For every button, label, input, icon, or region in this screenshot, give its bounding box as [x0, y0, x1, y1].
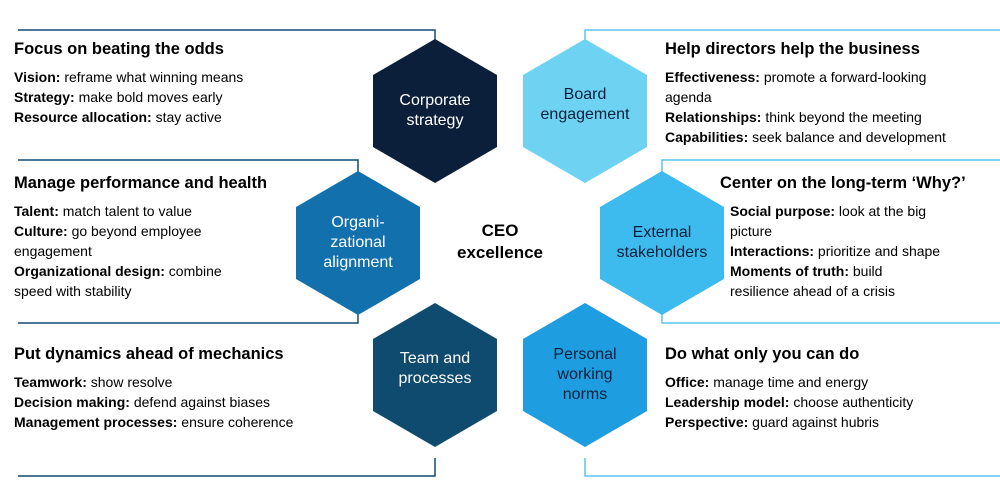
- block-alignment: Manage performance and health Talent: ma…: [14, 173, 304, 301]
- hexagon-team-and-processes: [373, 303, 497, 447]
- block-stakeholders: Center on the long-term ‘Why?’ Social pu…: [720, 173, 995, 301]
- block-title: Center on the long-term ‘Why?’: [720, 174, 966, 192]
- block-item: Resource allocation: stay active: [14, 109, 222, 125]
- hexagon-personal-working-norms: [523, 303, 647, 447]
- connector-stakeholders-bottom: [661, 308, 1000, 324]
- hexagon-external-stakeholders: [600, 171, 724, 315]
- block-strategy: Focus on beating the odds Vision: refram…: [14, 39, 364, 127]
- block-item: Vision: reframe what winning means: [14, 69, 244, 85]
- block-item: Office: manage time and energy: [665, 374, 869, 390]
- block-item: Talent: match talent to value: [14, 203, 192, 219]
- center-line-2: excellence: [456, 243, 543, 262]
- block-title: Do what only you can do: [665, 345, 860, 363]
- block-item: Strategy: make bold moves early: [14, 89, 223, 105]
- hexagon-corporate-strategy: [373, 39, 497, 183]
- block-board: Help directors help the business Effecti…: [665, 39, 995, 147]
- block-team: Put dynamics ahead of mechanics Teamwork…: [14, 344, 369, 432]
- block-item: Interactions: prioritize and shape: [730, 243, 941, 259]
- connector-team: [18, 458, 436, 477]
- block-item: Decision making: defend against biases: [14, 394, 271, 410]
- center-label: CEO excellence: [440, 220, 560, 264]
- block-item: Management processes: ensure coherence: [14, 414, 294, 430]
- block-item: Effectiveness: promote a forward-looking…: [665, 69, 927, 105]
- block-item: Teamwork: show resolve: [14, 374, 173, 390]
- block-title: Manage performance and health: [14, 174, 268, 192]
- block-title: Help directors help the business: [665, 40, 920, 58]
- connector-alignment-bottom: [18, 308, 359, 324]
- connector-norms: [584, 458, 1000, 477]
- center-line-1: CEO: [481, 221, 519, 240]
- block-title: Focus on beating the odds: [14, 40, 224, 58]
- hexagon-board-engagement: [523, 39, 647, 183]
- block-item: Capabilities: seek balance and developme…: [665, 129, 946, 145]
- block-norms: Do what only you can do Office: manage t…: [665, 344, 995, 432]
- block-item: Perspective: guard against hubris: [665, 414, 880, 430]
- block-title: Put dynamics ahead of mechanics: [14, 345, 284, 363]
- hexagon-organizational-alignment: [296, 171, 420, 315]
- block-item: Relationships: think beyond the meeting: [665, 109, 922, 125]
- block-item: Leadership model: choose authenticity: [665, 394, 914, 410]
